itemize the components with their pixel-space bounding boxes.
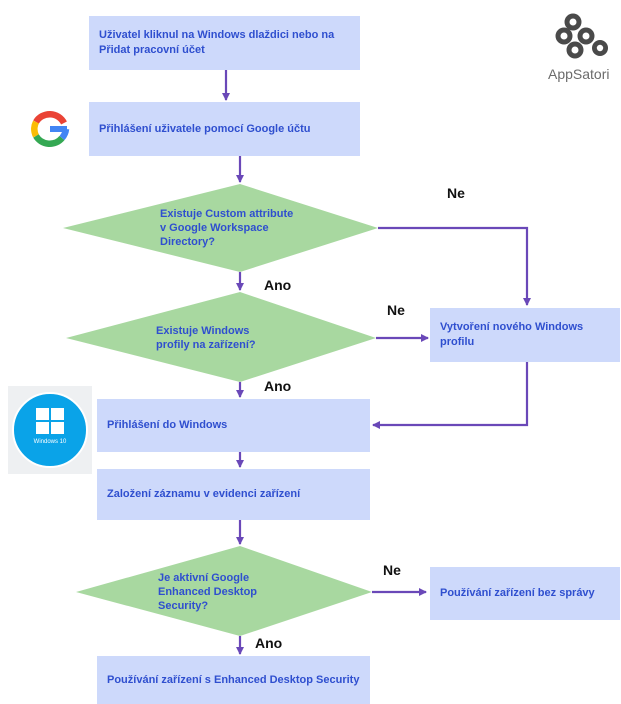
edge-label-yes-3: Ano [255, 635, 283, 651]
appsatori-logo-icon [555, 13, 608, 59]
node-unmanaged: Používání zařízení bez správy [430, 567, 620, 620]
edge-label-no-3: Ne [383, 562, 401, 578]
node-windows-login: Přihlášení do Windows [97, 399, 370, 452]
decision-diamond-profile [66, 292, 376, 382]
node-device-record: Založení záznamu v evidenci zařízení [97, 469, 370, 520]
windows-10-badge-icon [8, 386, 92, 474]
edge-label-yes-2: Ano [264, 378, 292, 394]
brand-name: AppSatori [548, 66, 610, 82]
node-start: Uživatel kliknul na Windows dlaždici neb… [89, 16, 360, 70]
edge-label-no-1: Ne [447, 185, 465, 201]
node-google-login: Přihlášení uživatele pomocí Google účtu [89, 102, 360, 156]
decision-diamond-eds [76, 546, 372, 636]
decision-custom-attr-text: Existuje Custom attribute v Google Works… [160, 208, 294, 248]
node-start-text: Uživatel kliknul na Windows dlaždici neb… [99, 29, 335, 56]
decision-eds-text: Je aktivní Google Enhanced Desktop Secur… [158, 572, 258, 612]
decision-profile-text: Existuje Windows profily na zařízení? [156, 325, 256, 351]
node-windows-login-text: Přihlášení do Windows [107, 419, 228, 431]
node-device-record-text: Založení záznamu v evidenci zařízení [107, 488, 301, 500]
decision-diamond-custom-attr [63, 184, 378, 272]
node-google-login-text: Přihlášení uživatele pomocí Google účtu [99, 122, 311, 135]
node-eds-usage: Používání zařízení s Enhanced Desktop Se… [97, 656, 370, 704]
edge-label-no-2: Ne [387, 302, 405, 318]
edge-label-yes-1: Ano [264, 277, 292, 293]
node-create-profile: Vytvoření nového Windows profilu [430, 308, 620, 362]
google-g-icon [31, 111, 70, 147]
node-unmanaged-text: Používání zařízení bez správy [440, 587, 595, 599]
edge-decision1-no [378, 226, 531, 306]
windows-badge-caption: Windows 10 [33, 439, 67, 445]
node-create-profile-text: Vytvoření nového Windows profilu [440, 321, 584, 348]
node-eds-usage-text: Používání zařízení s Enhanced Desktop Se… [107, 673, 360, 686]
edge-profile-to-login [372, 362, 529, 429]
